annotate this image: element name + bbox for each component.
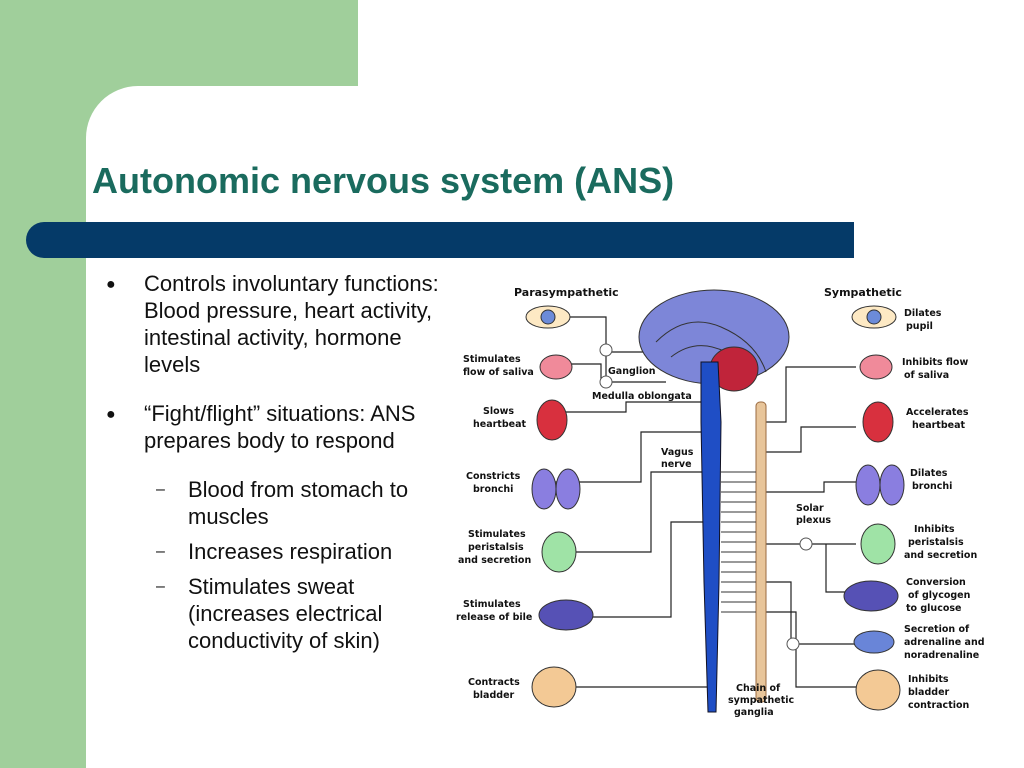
spinal-cord-icon bbox=[700, 361, 722, 713]
stomach-icon bbox=[541, 531, 577, 573]
vagus-label: nerve bbox=[661, 459, 692, 470]
bullet-list: ● Controls involuntary functions: Blood p… bbox=[104, 270, 454, 662]
left-label: flow of saliva bbox=[463, 367, 534, 378]
bullet-text: “Fight/flight” situations: ANS prepares … bbox=[144, 401, 416, 453]
salivary-gland-icon bbox=[539, 354, 573, 380]
sub-bullet-item: – Stimulates sweat (increases electrical … bbox=[104, 573, 454, 654]
right-label: contraction bbox=[908, 700, 970, 711]
left-label: peristalsis bbox=[468, 542, 524, 553]
lung-icon bbox=[855, 464, 881, 506]
parasympathetic-header: Parasympathetic bbox=[514, 286, 619, 299]
iris-icon bbox=[866, 309, 882, 325]
right-label: Accelerates bbox=[906, 407, 969, 418]
right-label: bronchi bbox=[912, 481, 952, 492]
heart-icon bbox=[536, 399, 568, 441]
salivary-gland-icon bbox=[859, 354, 893, 380]
dash-icon: – bbox=[156, 543, 165, 560]
bullet-dot-icon: ● bbox=[106, 276, 116, 293]
left-label: Stimulates bbox=[463, 354, 521, 365]
left-label: Stimulates bbox=[468, 529, 526, 540]
sub-bullet-text: Stimulates sweat (increases electrical c… bbox=[188, 574, 383, 653]
right-label: noradrenaline bbox=[904, 650, 979, 661]
left-label: Contracts bbox=[468, 677, 520, 688]
ganglion-node bbox=[599, 375, 613, 389]
dash-icon: – bbox=[156, 578, 165, 595]
left-label: Constricts bbox=[466, 471, 521, 482]
ganglion-label: Ganglion bbox=[608, 366, 656, 377]
right-label: and secretion bbox=[904, 550, 977, 561]
bullet-dot-icon: ● bbox=[106, 406, 116, 423]
sub-bullet-text: Increases respiration bbox=[188, 539, 393, 564]
bullet-item: ● “Fight/flight” situations: ANS prepares… bbox=[104, 400, 454, 454]
ans-diagram-svg: Parasympathetic Sympathetic Ganglion Med… bbox=[456, 286, 985, 718]
right-label: Secretion of bbox=[904, 624, 970, 635]
slide-title: Autonomic nervous system (ANS) bbox=[92, 160, 675, 201]
left-label: heartbeat bbox=[473, 419, 526, 430]
sub-bullet-item: – Increases respiration bbox=[104, 538, 454, 565]
title-underline-bar bbox=[26, 222, 854, 258]
chain-connectors bbox=[721, 471, 756, 613]
adrenal-gland-icon bbox=[853, 630, 895, 654]
liver-icon bbox=[843, 580, 899, 612]
lung-icon bbox=[555, 468, 581, 510]
vagus-label: Vagus bbox=[661, 447, 694, 458]
chain-label: sympathetic bbox=[728, 695, 794, 706]
sub-bullet-item: – Blood from stomach to muscles bbox=[104, 476, 454, 530]
left-label: release of bile bbox=[456, 612, 532, 623]
right-label: of saliva bbox=[904, 370, 949, 381]
right-label: heartbeat bbox=[912, 420, 965, 431]
liver-icon bbox=[538, 599, 594, 631]
sub-bullet-text: Blood from stomach to muscles bbox=[188, 477, 409, 529]
right-label: pupil bbox=[906, 321, 933, 332]
solar-plexus-label: Solar bbox=[796, 503, 824, 514]
ans-diagram: Parasympathetic Sympathetic Ganglion Med… bbox=[456, 282, 996, 722]
left-label: bladder bbox=[473, 690, 515, 701]
chain-label: Chain of bbox=[736, 683, 781, 694]
right-label: bladder bbox=[908, 687, 950, 698]
left-label: Stimulates bbox=[463, 599, 521, 610]
iris-icon bbox=[540, 309, 556, 325]
left-label: Slows bbox=[483, 406, 514, 417]
stomach-icon bbox=[860, 523, 896, 565]
medulla-label: Medulla oblongata bbox=[592, 391, 692, 402]
left-label: bronchi bbox=[473, 484, 513, 495]
right-label: Inhibits flow bbox=[902, 357, 968, 368]
left-label: and secretion bbox=[458, 555, 531, 566]
bullet-text: Controls involuntary functions: Blood pr… bbox=[144, 271, 439, 377]
lung-icon bbox=[531, 468, 557, 510]
ganglion-node bbox=[799, 537, 813, 551]
solar-plexus-label: plexus bbox=[796, 515, 831, 526]
bladder-icon bbox=[855, 669, 901, 711]
brain-fold bbox=[655, 321, 767, 373]
top-white-strip bbox=[358, 0, 1024, 86]
right-label: Inhibits bbox=[908, 674, 949, 685]
sympathetic-header: Sympathetic bbox=[824, 286, 902, 299]
right-label: Inhibits bbox=[914, 524, 955, 535]
ganglion-node bbox=[599, 343, 613, 357]
sympathetic-chain-icon bbox=[755, 401, 767, 703]
right-label: Dilates bbox=[904, 308, 942, 319]
right-label: peristalsis bbox=[908, 537, 964, 548]
ganglion-markers bbox=[599, 343, 813, 651]
bullet-item: ● Controls involuntary functions: Blood p… bbox=[104, 270, 454, 378]
right-label: Dilates bbox=[910, 468, 948, 479]
dash-icon: – bbox=[156, 481, 165, 498]
right-label: Conversion bbox=[906, 577, 966, 588]
right-label: of glycogen bbox=[908, 590, 971, 601]
right-label: to glucose bbox=[906, 603, 961, 614]
bladder-icon bbox=[531, 666, 577, 708]
lung-icon bbox=[879, 464, 905, 506]
right-label: adrenaline and bbox=[904, 637, 985, 648]
heart-icon bbox=[862, 401, 894, 443]
chain-label: ganglia bbox=[734, 707, 774, 718]
ganglion-node bbox=[786, 637, 800, 651]
